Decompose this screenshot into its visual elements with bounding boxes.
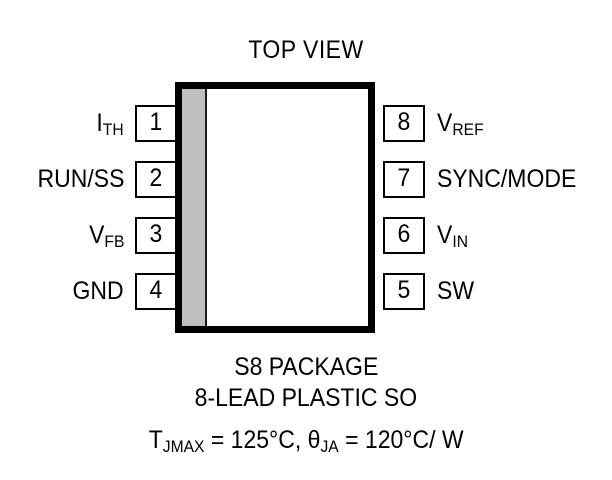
- pin-box-8: 8: [383, 105, 425, 142]
- pin-box-1: 1: [135, 105, 177, 142]
- pin-label-3: VFB: [88, 221, 124, 252]
- pin-label-8: VREF: [437, 109, 484, 140]
- pin-box-5: 5: [383, 273, 425, 310]
- pin-box-7: 7: [383, 161, 425, 198]
- pin-box-2: 2: [135, 161, 177, 198]
- thermal-spec-caption: TJMAX = 125°C, θJA = 120°C/ W: [148, 426, 464, 457]
- package-body: [175, 82, 375, 333]
- pin-label-6: VIN: [437, 221, 468, 252]
- pin-box-6: 6: [383, 217, 425, 254]
- pin-box-3: 3: [135, 217, 177, 254]
- pin1-indicator-band: [182, 89, 207, 326]
- pin-label-7: SYNC/MODE: [437, 165, 577, 193]
- package-name-caption: S8 PACKAGE: [233, 353, 379, 381]
- pin-box-4: 4: [135, 273, 177, 310]
- pin-label-2: RUN/SS: [37, 165, 124, 193]
- diagram-title: TOP VIEW: [248, 36, 364, 64]
- pin-label-4: GND: [72, 277, 124, 305]
- pin-label-1: ITH: [96, 109, 124, 140]
- pin-label-5: SW: [437, 277, 475, 305]
- package-description-caption: 8-LEAD PLASTIC SO: [194, 384, 418, 412]
